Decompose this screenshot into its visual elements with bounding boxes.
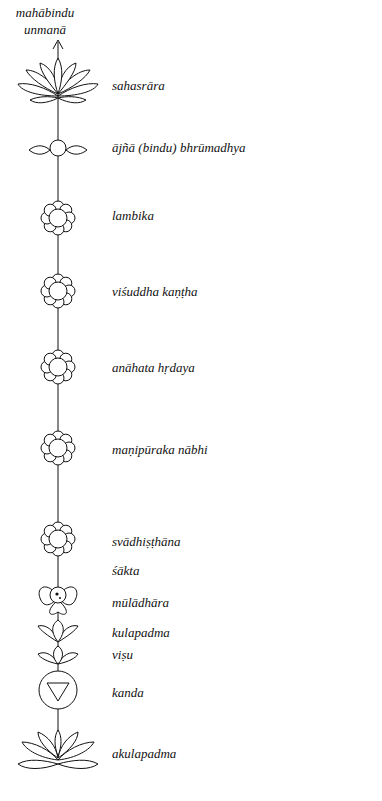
chakra-label: unmanā	[24, 23, 66, 37]
chakra-label: mūlādhāra	[112, 596, 169, 610]
chakra-label: svādhiṣṭhāna	[112, 535, 181, 549]
chakra-label: kulapadma	[112, 626, 170, 640]
chakra-label: viṣu	[112, 648, 133, 662]
chakra-label: lambika	[112, 209, 154, 223]
chakra-label: sahasrāra	[112, 79, 165, 93]
chakra-label: śākta	[112, 564, 139, 578]
chakra-label: akulapadma	[112, 747, 176, 761]
chakra-label: viśuddha kaṇṭha	[112, 285, 198, 299]
chakra-label: mahābindu	[16, 6, 75, 20]
chakra-label: anāhata hṛdaya	[112, 361, 195, 375]
chakra-label: maṇipūraka nābhi	[112, 443, 208, 457]
chakra-label: ājñā (bindu) bhrūmadhya	[112, 141, 246, 155]
chakra-label: kanda	[112, 686, 144, 700]
